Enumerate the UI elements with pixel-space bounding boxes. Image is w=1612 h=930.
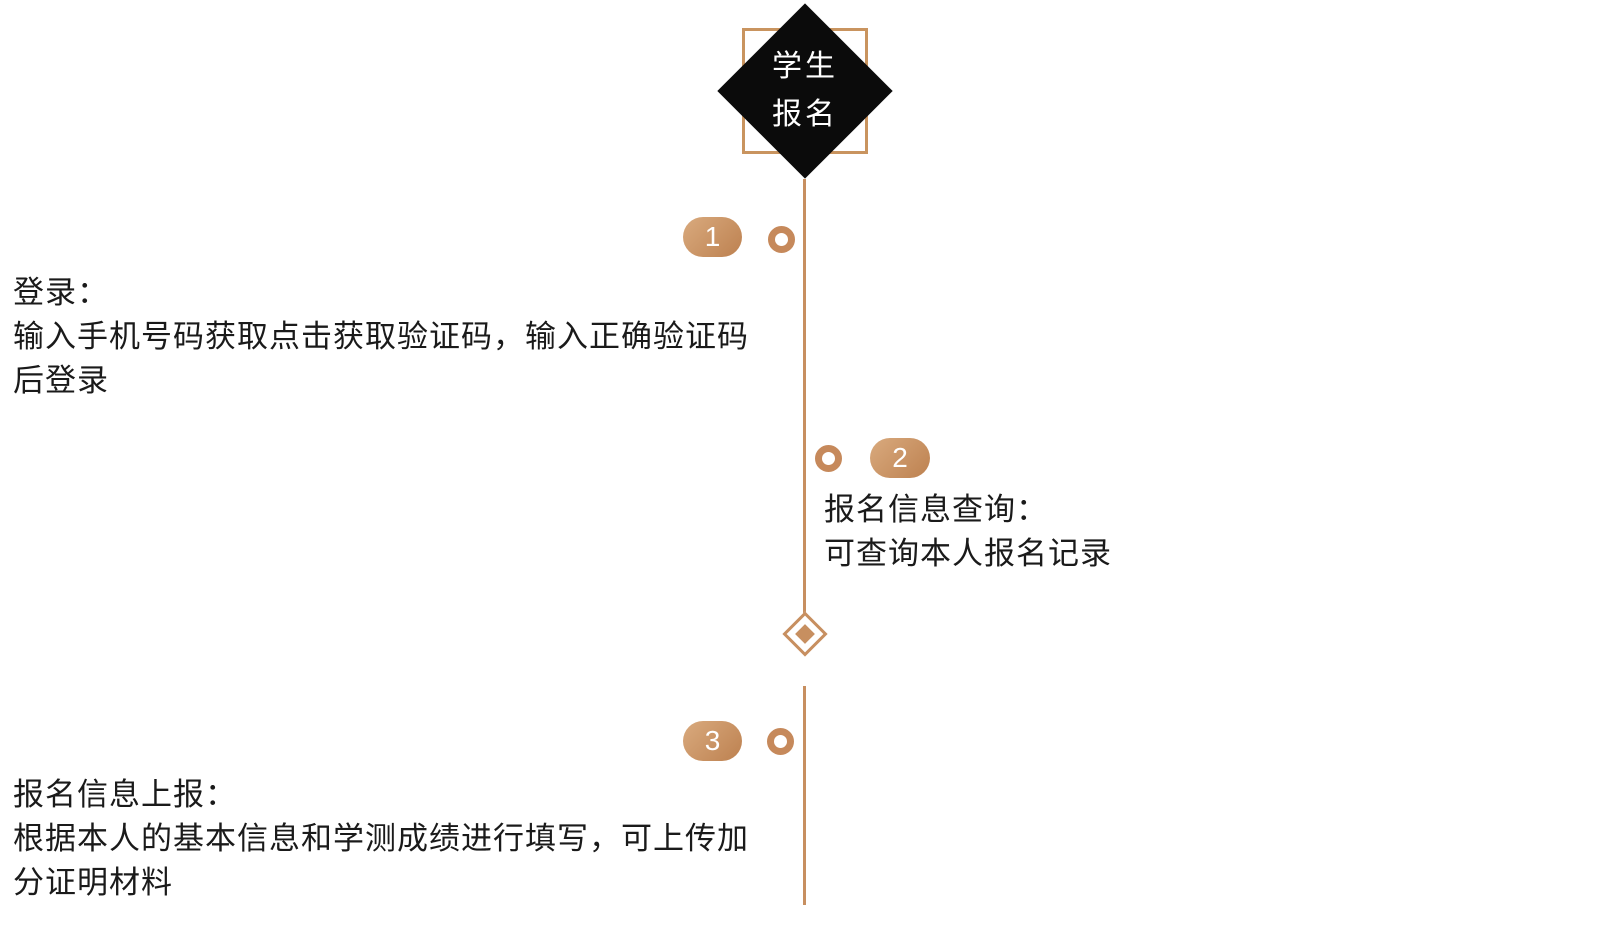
step-1-number: 1 (704, 221, 721, 252)
diamond-divider-icon (782, 611, 828, 657)
step-1-description-line-1: 登录： (13, 275, 109, 310)
flow-title: 学生 报名 (725, 43, 885, 139)
step-3-description-line-2: 根据本人的基本信息和学测成绩进行填写，可上传加 (13, 821, 749, 856)
flow-title-line-1: 学生 (772, 50, 838, 83)
step-2-badge: 2 (870, 438, 930, 478)
flow-title-line-2: 报名 (772, 98, 838, 131)
step-3-number: 3 (704, 725, 721, 756)
step-2-number: 2 (892, 442, 908, 473)
step-1-node-ring-icon (768, 226, 795, 253)
step-1-badge: 1 (683, 217, 742, 257)
timeline-line-upper (803, 179, 806, 618)
step-3-description-line-3: 分证明材料 (13, 865, 173, 900)
step-3-badge: 3 (683, 721, 742, 761)
step-1-description-line-2: 输入手机号码获取点击获取验证码，输入正确验证码 (13, 319, 749, 354)
step-1-description-line-3: 后登录 (13, 363, 109, 398)
step-3-description-line-1: 报名信息上报： (13, 777, 237, 812)
step-2-description-line-2: 可查询本人报名记录 (824, 536, 1112, 571)
step-3-description: 报名信息上报： 根据本人的基本信息和学测成绩进行填写，可上传加 分证明材料 (13, 773, 749, 905)
step-3-node-ring-icon (767, 728, 794, 755)
step-1-description: 登录： 输入手机号码获取点击获取验证码，输入正确验证码 后登录 (13, 271, 749, 403)
step-2-description-line-1: 报名信息查询： (824, 492, 1048, 527)
timeline-line-lower (803, 686, 806, 905)
step-2-node-ring-icon (815, 445, 842, 472)
step-2-description: 报名信息查询： 可查询本人报名记录 (824, 488, 1112, 576)
